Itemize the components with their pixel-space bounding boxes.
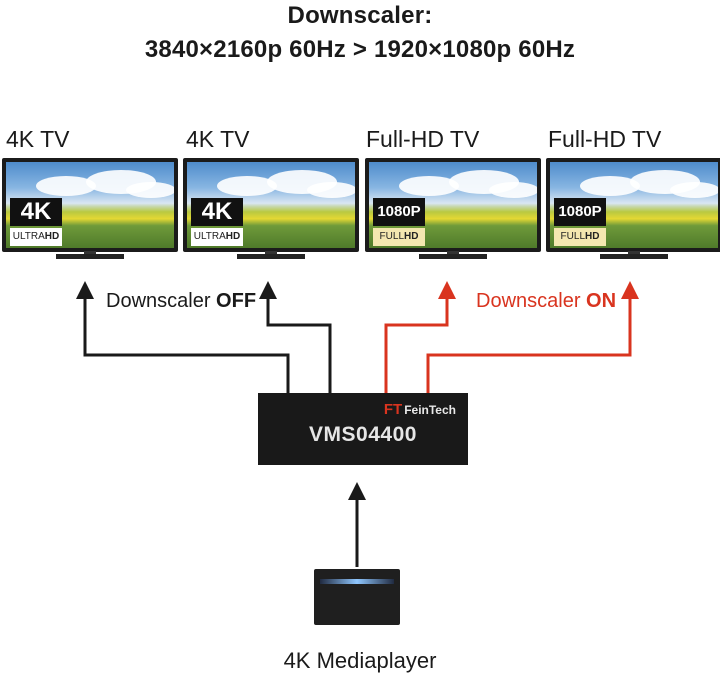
badge-main: 4K xyxy=(10,198,62,226)
tv-screen: 1080P FULLHD xyxy=(550,162,718,248)
arrow-to-tv-4 xyxy=(426,281,639,393)
badge-main: 1080P xyxy=(373,198,425,226)
downscaler-on-label: Downscaler ON xyxy=(476,290,617,312)
mediaplayer-label: 4K Mediaplayer xyxy=(283,648,437,673)
tv-stand xyxy=(600,254,668,259)
tv-label-1: 4K TV xyxy=(6,126,70,152)
tv-label-4: Full-HD TV xyxy=(548,126,662,152)
fhd-badge: 1080P FULLHD xyxy=(373,198,425,246)
tv-stand xyxy=(419,254,487,259)
badge-sub: ULTRAHD xyxy=(191,228,243,246)
uhd-badge: 4K ULTRAHD xyxy=(10,198,62,246)
tv-screen: 1080P FULLHD xyxy=(369,162,537,248)
tv-1: 4K ULTRAHD xyxy=(2,158,178,262)
tv-stand xyxy=(237,254,305,259)
diagram-subtitle: 3840×2160p 60Hz > 1920×1080p 60Hz xyxy=(144,36,576,63)
badge-sub: FULLHD xyxy=(373,228,425,246)
brand-name: FeinTech xyxy=(404,403,456,417)
arrow-to-tv-2 xyxy=(259,281,332,393)
badge-sub: FULLHD xyxy=(554,228,606,246)
tv-stand xyxy=(56,254,124,259)
uhd-badge: 4K ULTRAHD xyxy=(191,198,243,246)
fhd-badge: 1080P FULLHD xyxy=(554,198,606,246)
tv-3: 1080P FULLHD xyxy=(365,158,541,262)
arrow-to-tv-1 xyxy=(76,281,290,393)
downscaler-off-label: Downscaler OFF xyxy=(106,290,257,312)
mediaplayer-device xyxy=(314,569,400,625)
tv-label-2: 4K TV xyxy=(186,126,250,152)
brand-mark: FT xyxy=(383,401,403,418)
diagram-title: Downscaler: xyxy=(287,2,433,29)
tv-screen: 4K ULTRAHD xyxy=(6,162,174,248)
tv-screen: 4K ULTRAHD xyxy=(187,162,355,248)
badge-sub: ULTRAHD xyxy=(10,228,62,246)
arrow-to-tv-3 xyxy=(384,281,456,393)
tv-2: 4K ULTRAHD xyxy=(183,158,359,262)
tv-4: 1080P FULLHD xyxy=(546,158,720,262)
tv-label-3: Full-HD TV xyxy=(366,126,480,152)
badge-main: 1080P xyxy=(554,198,606,226)
mediaplayer-led xyxy=(320,579,394,584)
badge-main: 4K xyxy=(191,198,243,226)
device-model: VMS04400 xyxy=(309,423,417,446)
